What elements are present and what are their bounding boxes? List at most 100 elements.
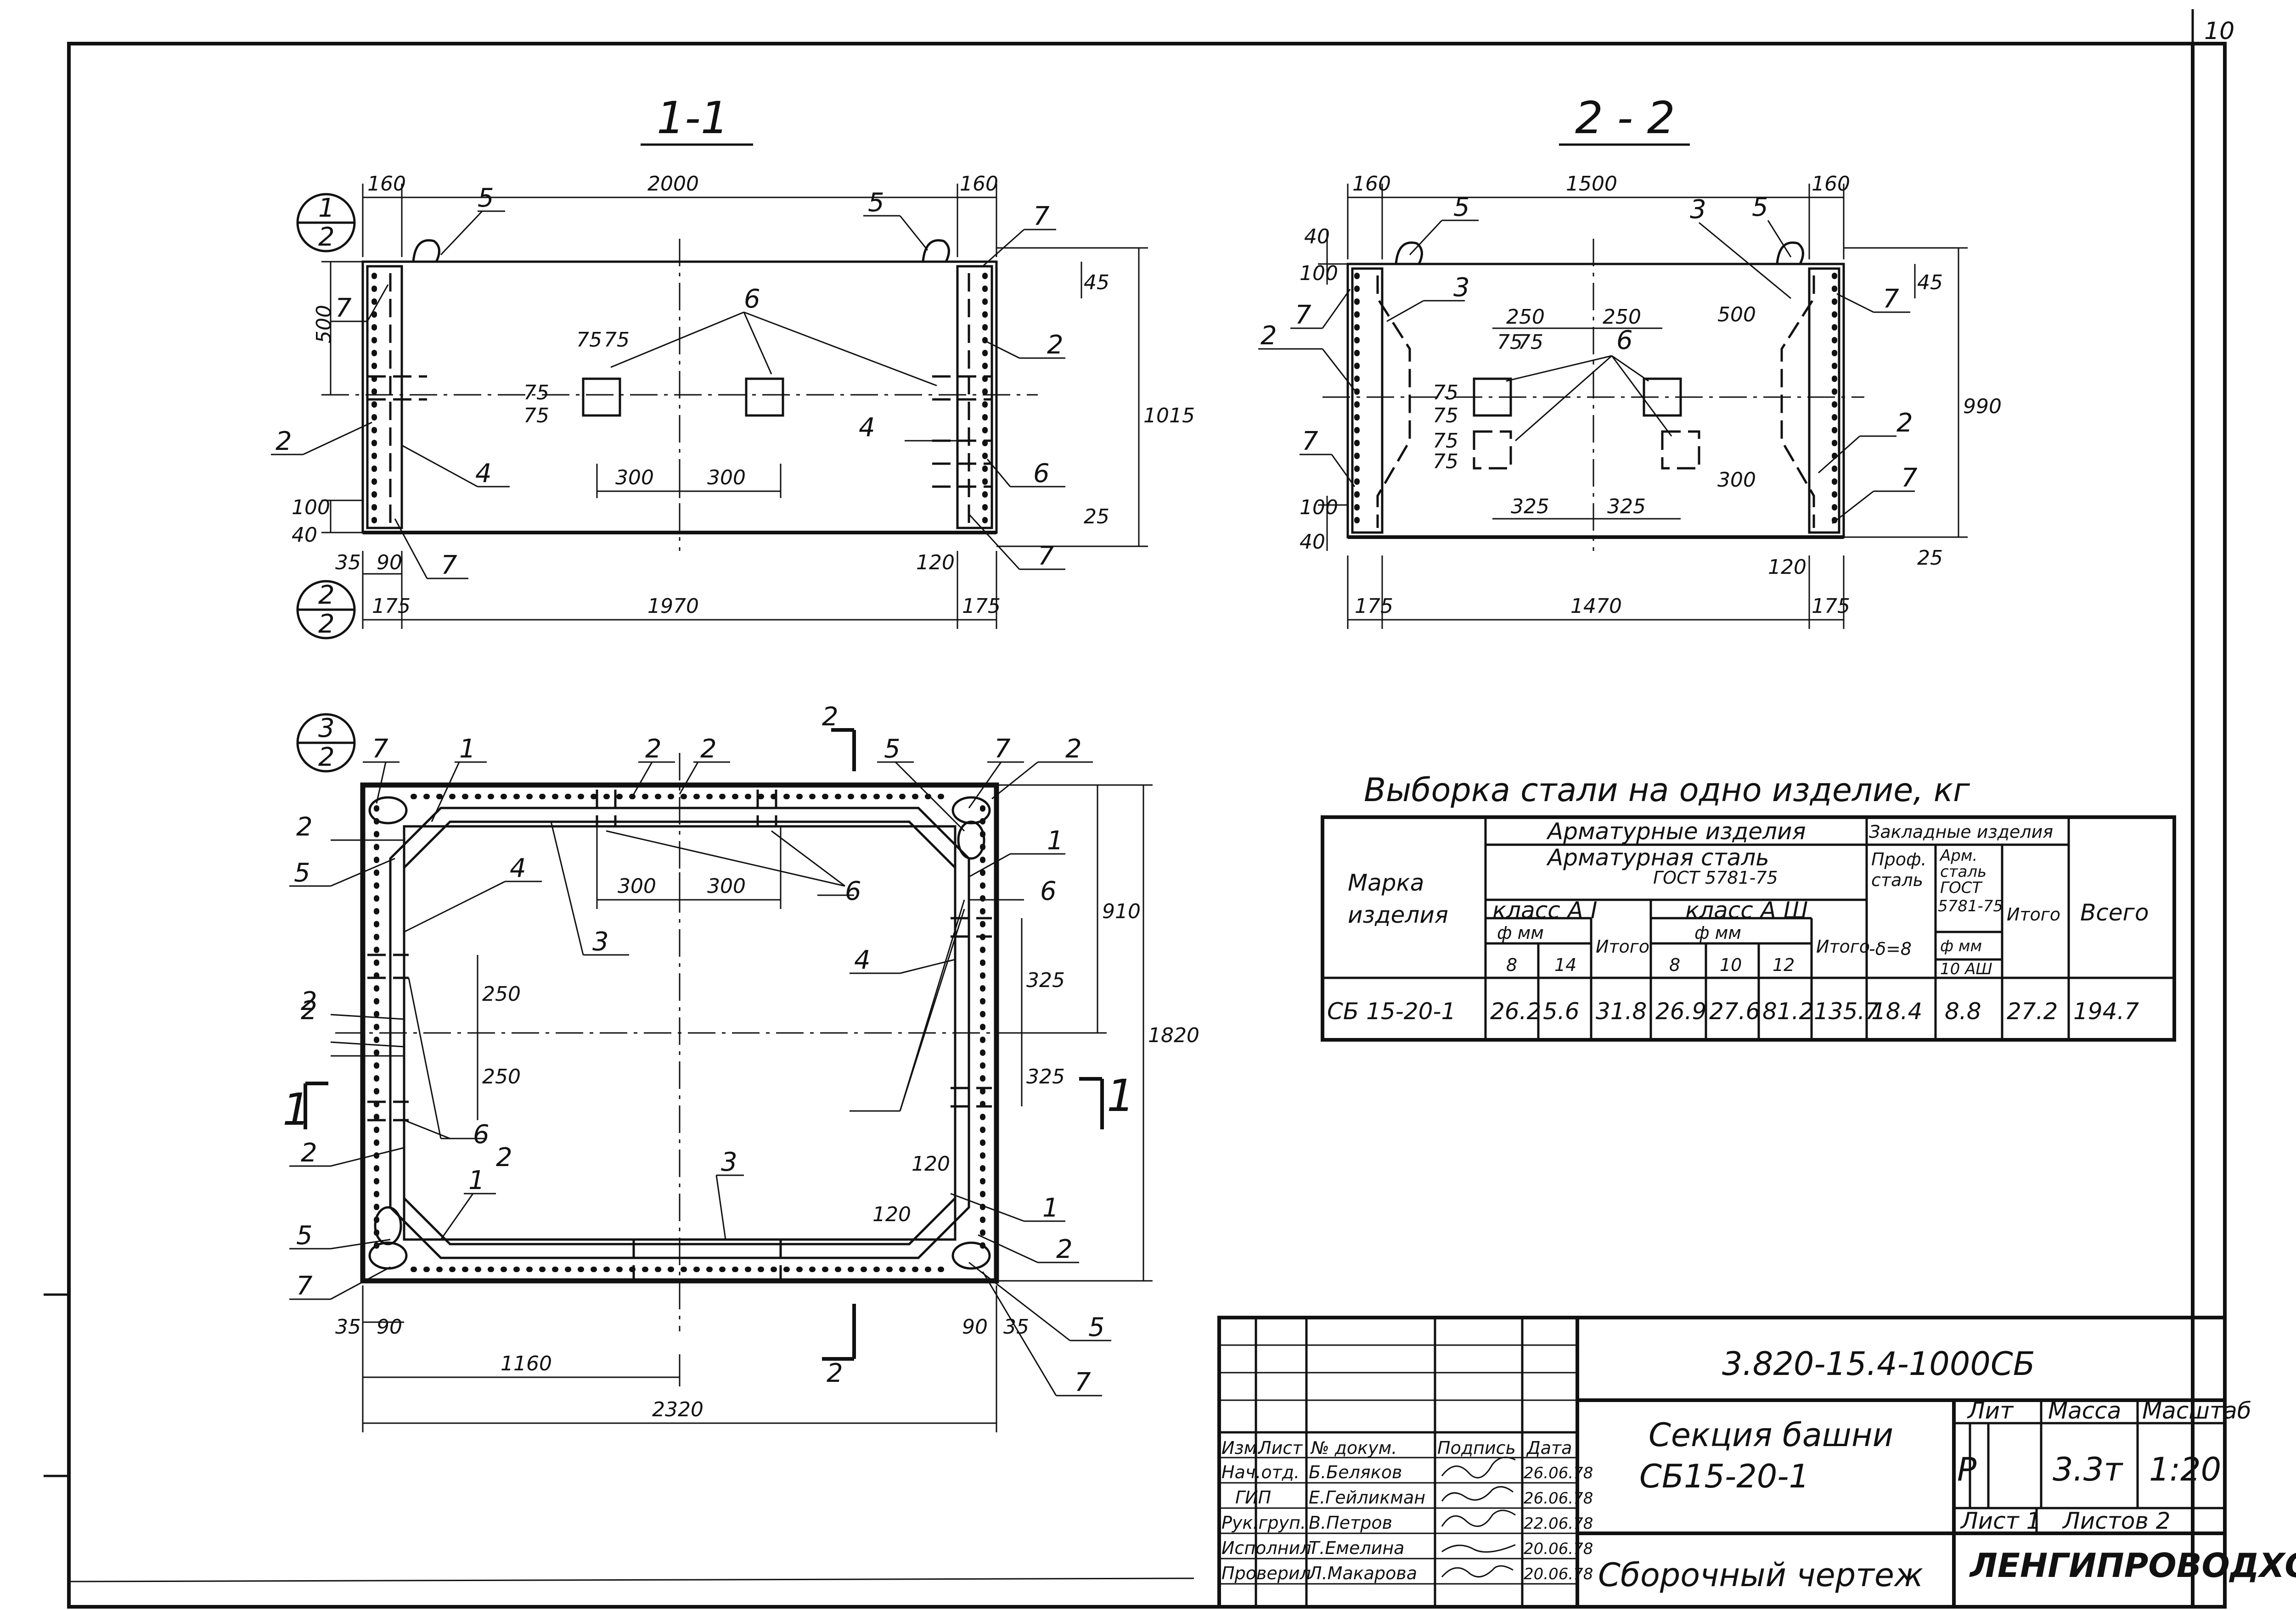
svg-text:300: 300 — [618, 875, 656, 898]
svg-text:120: 120 — [1768, 555, 1806, 579]
svg-text:175: 175 — [1812, 595, 1850, 618]
svg-text:100: 100 — [1300, 496, 1338, 519]
svg-text:2000: 2000 — [647, 172, 699, 196]
svg-text:ф мм: ф мм — [1497, 923, 1544, 943]
organization: ЛЕНГИПРОВОДХОЗ — [1969, 1546, 2296, 1585]
svg-text:325: 325 — [1026, 969, 1065, 992]
svg-text:2: 2 — [1261, 321, 1277, 351]
section-2-2: 2 - 2 160 1500 160 40 100 — [1258, 92, 2002, 629]
svg-text:3: 3 — [318, 713, 335, 743]
svg-text:Арматурная сталь: Арматурная сталь — [1546, 844, 1769, 871]
svg-text:Лист: Лист — [1257, 1438, 1303, 1458]
svg-text:120: 120 — [872, 1203, 911, 1226]
svg-text:2: 2 — [645, 734, 662, 764]
svg-text:В.Петров: В.Петров — [1309, 1513, 1392, 1533]
svg-text:Арм.: Арм. — [1939, 847, 1977, 865]
svg-text:75: 75 — [604, 328, 630, 352]
svg-text:7: 7 — [372, 734, 388, 764]
svg-text:2: 2 — [1047, 330, 1064, 360]
svg-text:Лит: Лит — [1967, 1397, 2014, 1424]
svg-text:5.6: 5.6 — [1543, 998, 1580, 1025]
svg-text:2: 2 — [1056, 1234, 1073, 1264]
svg-text:160: 160 — [1812, 172, 1850, 196]
svg-text:Дата: Дата — [1526, 1438, 1572, 1458]
svg-text:3: 3 — [1690, 195, 1706, 224]
svg-text:5: 5 — [868, 188, 884, 218]
svg-text:6: 6 — [845, 876, 861, 906]
svg-text:Масштаб: Масштаб — [2142, 1397, 2251, 1424]
svg-text:Итого: Итого — [1596, 937, 1649, 957]
svg-text:75: 75 — [1433, 404, 1458, 427]
svg-text:160: 160 — [1352, 172, 1391, 196]
svg-text:Сборочный чертеж: Сборочный чертеж — [1598, 1556, 1923, 1594]
svg-text:20.06.78: 20.06.78 — [1524, 1540, 1593, 1558]
svg-text:22.06.78: 22.06.78 — [1524, 1515, 1593, 1533]
svg-text:35: 35 — [335, 551, 361, 574]
svg-text:25: 25 — [1084, 505, 1109, 528]
svg-text:Нач.отд.: Нач.отд. — [1221, 1462, 1300, 1482]
svg-text:7: 7 — [1883, 284, 1899, 314]
svg-text:Закладные изделия: Закладные изделия — [1869, 822, 2053, 842]
svg-text:2: 2 — [1065, 734, 1082, 764]
svg-text:2320: 2320 — [652, 1398, 703, 1421]
drawing-code: 3.820-15.4-1000СБ — [1722, 1345, 2035, 1383]
svg-text:7: 7 — [335, 293, 352, 323]
svg-text:325: 325 — [1511, 495, 1549, 518]
svg-text:2: 2 — [318, 609, 335, 639]
svg-text:3: 3 — [592, 927, 609, 957]
svg-text:Л.Макарова: Л.Макарова — [1308, 1563, 1417, 1583]
section-mark-2-bottom: 2 — [822, 1304, 856, 1388]
svg-text:500: 500 — [1717, 303, 1756, 326]
svg-text:81.2: 81.2 — [1762, 998, 1813, 1025]
title-block: 3.820-15.4-1000СБ Секция башни СБ15-20-1… — [1217, 1316, 2296, 1609]
svg-text:7: 7 — [1302, 426, 1318, 456]
svg-text:175: 175 — [1355, 595, 1393, 618]
svg-text:2: 2 — [296, 812, 313, 842]
svg-text:1: 1 — [1042, 1193, 1059, 1223]
svg-text:3: 3 — [1453, 273, 1470, 303]
svg-text:5: 5 — [884, 734, 900, 764]
svg-text:175: 175 — [372, 595, 411, 618]
svg-text:1015: 1015 — [1143, 404, 1195, 427]
svg-text:8: 8 — [1669, 955, 1680, 975]
svg-text:40: 40 — [292, 523, 317, 547]
svg-text:сталь: сталь — [1940, 863, 1986, 881]
svg-text:26.06.78: 26.06.78 — [1524, 1489, 1593, 1508]
svg-text:7: 7 — [994, 734, 1011, 764]
svg-text:75: 75 — [576, 328, 602, 352]
svg-text:5: 5 — [1752, 192, 1768, 222]
svg-text:20.06.78: 20.06.78 — [1524, 1565, 1593, 1583]
svg-text:6: 6 — [1616, 325, 1633, 355]
svg-text:2: 2 — [301, 996, 317, 1026]
svg-text:3: 3 — [721, 1147, 737, 1177]
svg-text:2: 2 — [822, 702, 838, 732]
svg-text:СБ 15-20-1: СБ 15-20-1 — [1327, 998, 1456, 1025]
svg-text:Итого: Итого — [1816, 937, 1870, 957]
svg-text:40: 40 — [1304, 225, 1330, 248]
svg-text:250: 250 — [482, 982, 521, 1006]
svg-text:8: 8 — [1506, 955, 1517, 975]
svg-text:90: 90 — [377, 1315, 402, 1339]
svg-text:2: 2 — [1896, 408, 1913, 438]
svg-text:2: 2 — [827, 1358, 843, 1388]
svg-text:4: 4 — [475, 459, 492, 488]
svg-text:75: 75 — [523, 404, 549, 427]
svg-text:45: 45 — [1084, 271, 1109, 294]
svg-text:Марка: Марка — [1348, 870, 1424, 896]
drawing-name: Секция башни — [1649, 1416, 1893, 1454]
svg-text:Рук.груп.: Рук.груп. — [1221, 1513, 1306, 1533]
svg-text:Р: Р — [1957, 1451, 1977, 1488]
svg-text:6: 6 — [473, 1120, 490, 1150]
svg-text:Проф.: Проф. — [1871, 849, 1927, 870]
svg-text:1500: 1500 — [1566, 172, 1617, 196]
svg-text:2: 2 — [318, 742, 335, 772]
svg-text:2: 2 — [318, 222, 335, 252]
svg-text:300: 300 — [707, 466, 746, 489]
svg-text:2: 2 — [496, 1143, 512, 1172]
svg-text:7: 7 — [1033, 202, 1050, 231]
svg-text:25: 25 — [1917, 546, 1943, 570]
svg-text:7: 7 — [1075, 1368, 1091, 1397]
svg-text:1970: 1970 — [647, 595, 699, 618]
svg-text:194.7: 194.7 — [2073, 998, 2139, 1025]
section-mark-2-top: 2 — [822, 702, 856, 771]
